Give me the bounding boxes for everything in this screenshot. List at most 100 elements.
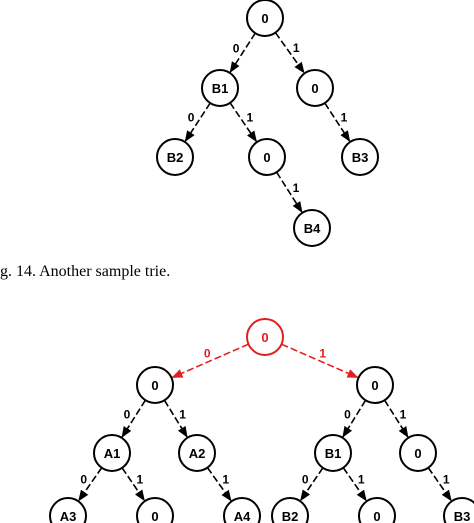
node-circle (156, 138, 194, 176)
node-label: B3 (454, 509, 471, 523)
edge-line (324, 102, 351, 143)
node-circle (341, 138, 379, 176)
trie-node-n2: 0 (248, 138, 286, 176)
edge-label: 1 (179, 407, 186, 421)
trie-node-a1: A1 (93, 434, 131, 472)
edge-line (274, 32, 305, 74)
edge-r-n1: 1 (274, 32, 305, 74)
node-circle (246, 0, 284, 37)
trie-node-n1: 0 (296, 69, 334, 107)
edge-l-a2: 1 (163, 399, 188, 438)
edge-line (427, 467, 452, 502)
node-label: 0 (414, 446, 421, 461)
edge-label: 0 (204, 346, 211, 360)
edge-label: 1 (293, 181, 300, 195)
edge-line (206, 467, 232, 502)
node-circle (136, 366, 174, 404)
node-circle (136, 497, 174, 523)
trie-node-b1: B1 (314, 434, 352, 472)
edge-a1-a3: 0 (78, 467, 103, 502)
node-label: B2 (167, 150, 184, 165)
trie-node-b2: B2 (156, 138, 194, 176)
node-circle (271, 497, 309, 523)
edge-line (121, 399, 147, 438)
edge-label: 0 (302, 473, 309, 487)
edge-line (229, 102, 257, 143)
edge-b1-b2: 0 (184, 102, 211, 143)
edge-label: 1 (443, 473, 450, 487)
edge-label: 1 (319, 346, 326, 360)
node-circle (296, 69, 334, 107)
node-label: 0 (261, 330, 268, 345)
trie-node-l: 0 (136, 366, 174, 404)
node-circle (223, 497, 261, 523)
node-circle (178, 434, 216, 472)
edge-label: 1 (246, 111, 253, 125)
edge-b1-b2: 0 (300, 467, 324, 502)
node-circle (314, 434, 352, 472)
node-circle (49, 497, 87, 523)
edge-line (342, 467, 367, 502)
trie-node-r: 0 (246, 318, 284, 356)
trie-node-b3: B3 (443, 497, 474, 523)
node-label: A4 (234, 509, 251, 523)
node-label: 0 (261, 11, 268, 26)
edge-label: 1 (358, 473, 365, 487)
node-circle (399, 434, 437, 472)
edge-label: 0 (233, 41, 240, 55)
node-label: A2 (189, 446, 206, 461)
edge-line (300, 467, 324, 502)
edge-label: 0 (344, 407, 351, 421)
edge-line (184, 102, 211, 143)
trie-node-a2: A2 (178, 434, 216, 472)
edge-label: 0 (188, 111, 195, 125)
node-label: B1 (325, 446, 342, 461)
edge-label: 1 (341, 111, 348, 125)
node-label: A1 (104, 446, 121, 461)
node-label: B2 (282, 509, 299, 523)
edge-r-b1: 0 (229, 32, 256, 73)
trie-node-r: 0 (246, 0, 284, 37)
node-circle (201, 69, 239, 107)
node-circle (443, 497, 474, 523)
node-circle (358, 497, 396, 523)
trie-node-rr: 0 (356, 366, 394, 404)
edge-a1-n4: 1 (121, 467, 145, 502)
edge-label: 1 (400, 407, 407, 421)
trie-node-a4: A4 (223, 497, 261, 523)
edge-b1-n2: 1 (229, 102, 257, 143)
edge-label: 1 (293, 41, 300, 55)
edge-line (121, 467, 145, 502)
edge-l-a1: 0 (121, 399, 147, 438)
node-label: B3 (352, 150, 369, 165)
figure-caption: g. 14. Another sample trie. (0, 263, 170, 280)
edge-line (171, 343, 249, 379)
node-circle (246, 318, 284, 356)
node-label: 0 (263, 150, 270, 165)
node-circle (248, 138, 286, 176)
edge-line (78, 467, 103, 502)
node-label: 0 (371, 378, 378, 393)
node-label: 0 (151, 509, 158, 523)
edge-a2-a4: 1 (206, 467, 232, 502)
edge-line (163, 399, 188, 438)
edge-label: 1 (136, 473, 143, 487)
trie-node-b1: B1 (201, 69, 239, 107)
node-label: 0 (311, 81, 318, 96)
trie-node-n4: 0 (136, 497, 174, 523)
edge-n3-b3: 1 (427, 467, 452, 502)
node-label: B1 (212, 81, 229, 96)
edge-r-l: 0 (171, 343, 249, 379)
edge-label: 1 (222, 472, 229, 486)
node-label: 0 (373, 509, 380, 523)
edge-rr-n3: 1 (383, 399, 409, 438)
node-label: B4 (304, 221, 321, 236)
trie-node-b3: B3 (341, 138, 379, 176)
trie-node-b2: B2 (271, 497, 309, 523)
trie-node-a3: A3 (49, 497, 87, 523)
edge-line (229, 32, 256, 73)
edge-n2-b4: 1 (275, 171, 303, 213)
